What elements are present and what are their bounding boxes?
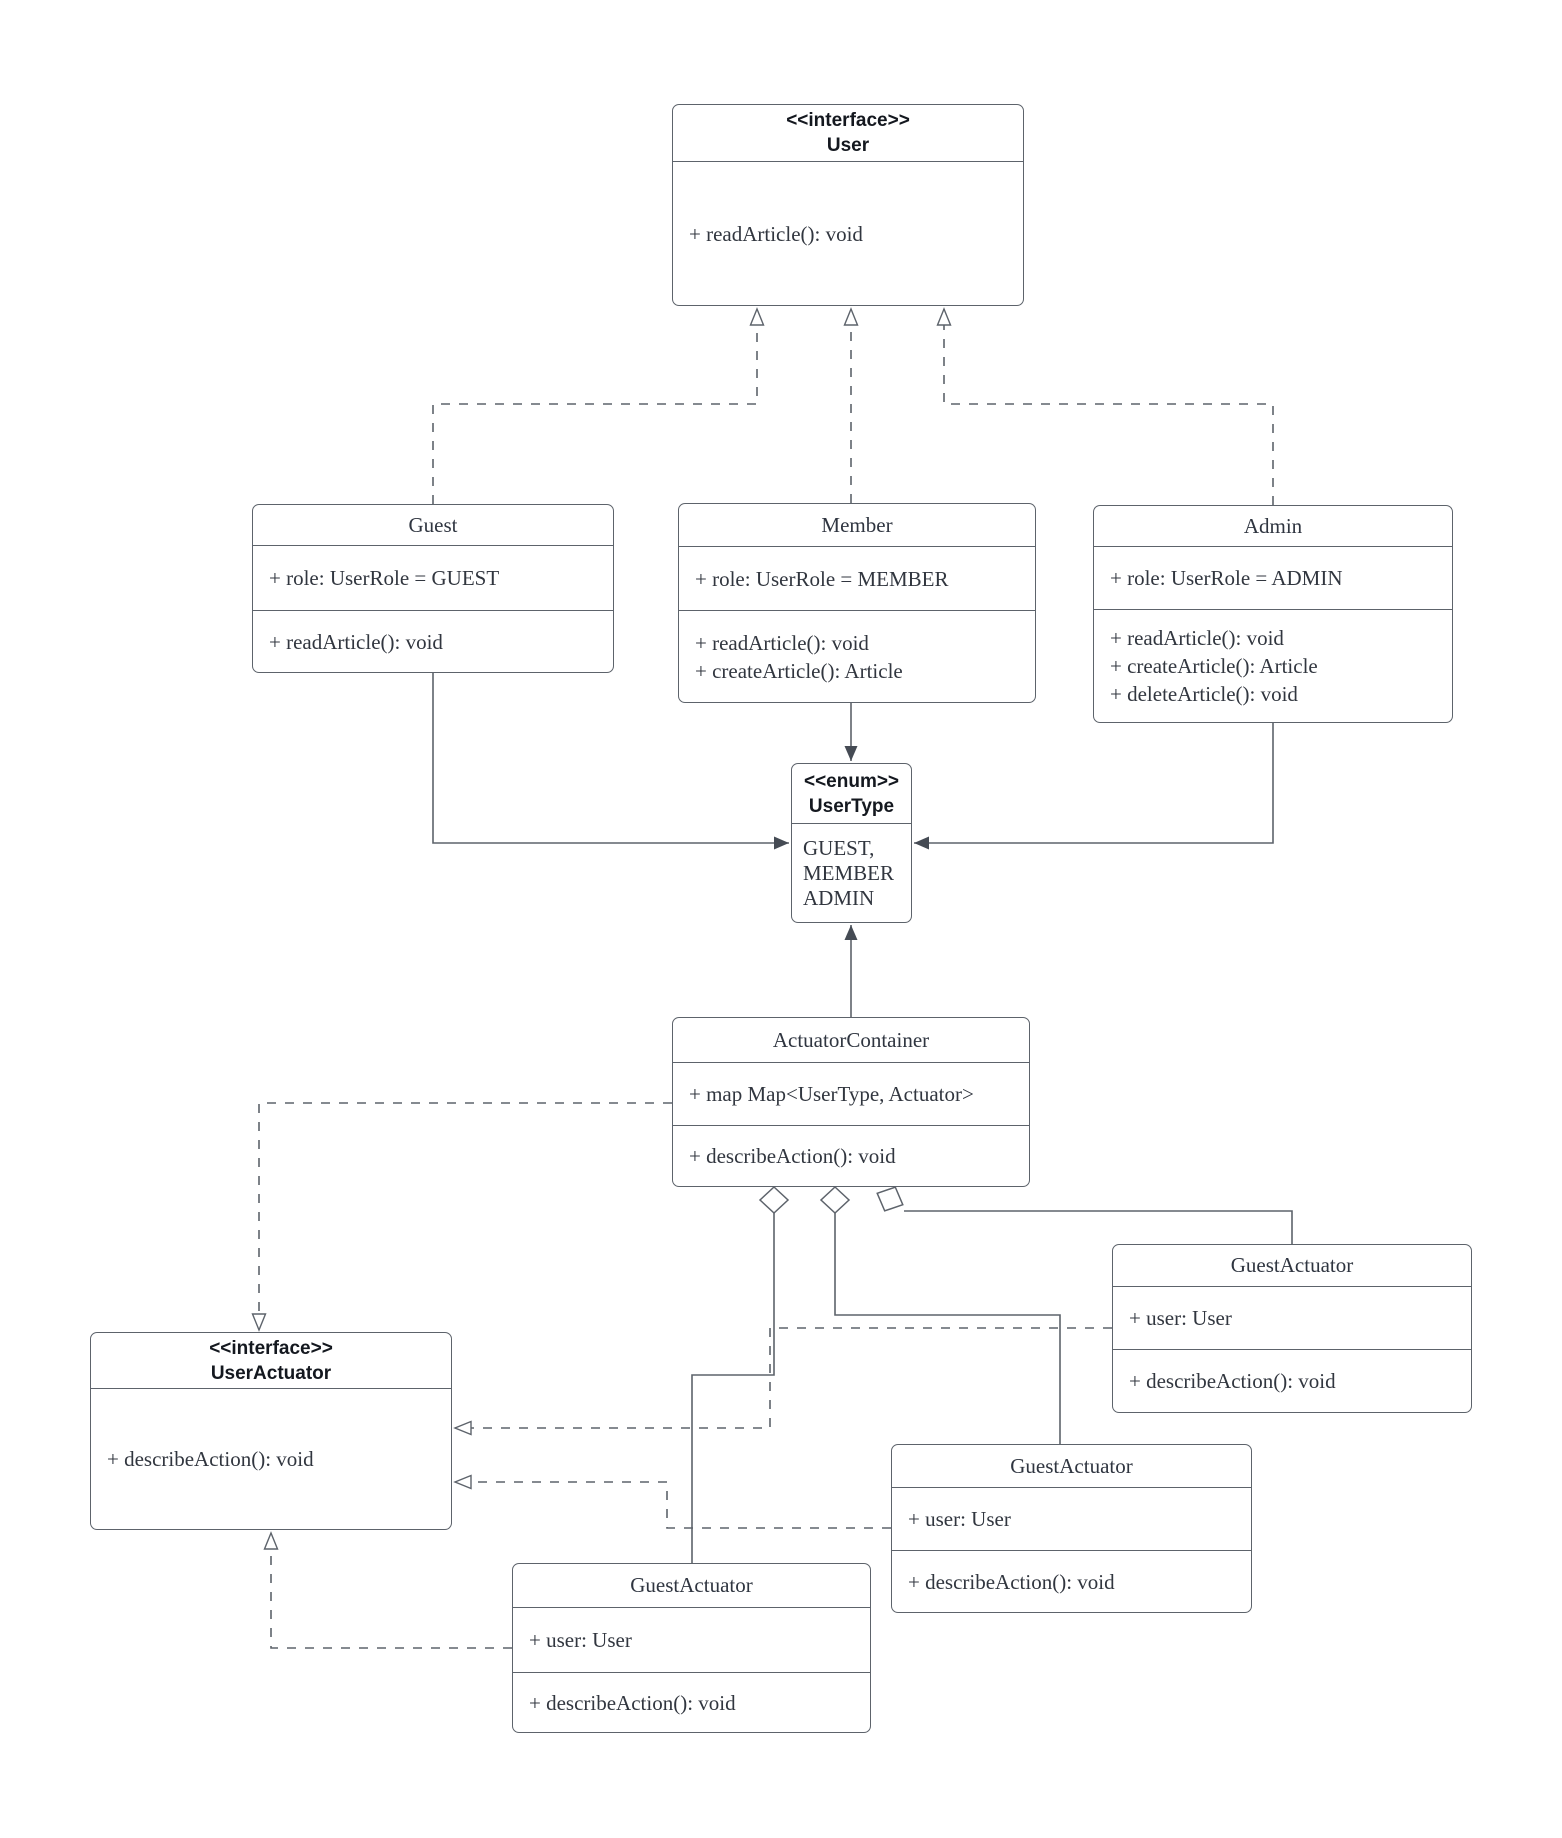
attributes-section: + user: User [892, 1487, 1251, 1550]
enum-literals-section: GUEST, MEMBER ADMIN [792, 823, 911, 922]
association-admin-usertype [914, 723, 1274, 850]
methods-section: + readArticle(): void [253, 610, 613, 672]
class-name: ActuatorContainer [673, 1018, 1029, 1062]
attribute: + user: User [1129, 1306, 1232, 1330]
class-name: GuestActuator [892, 1445, 1251, 1487]
realization-guestactuator-bottom-useractuator [271, 1533, 512, 1649]
enum-header: <<enum>> UserType [792, 764, 911, 823]
class-actuator-container: ActuatorContainer + map Map<UserType, Ac… [672, 1017, 1030, 1187]
enum-usertype: <<enum>> UserType GUEST, MEMBER ADMIN [791, 763, 912, 923]
method: + describeAction(): void [689, 1144, 896, 1168]
attributes-section: + user: User [1113, 1286, 1471, 1349]
attribute: + role: UserRole = ADMIN [1110, 566, 1343, 590]
class-guest-actuator-middle: GuestActuator + user: User + describeAct… [891, 1444, 1252, 1613]
attribute: + role: UserRole = GUEST [269, 566, 500, 590]
class-name-label: Member [821, 512, 893, 537]
methods-section: + describeAction(): void [673, 1125, 1029, 1186]
class-name-label: ActuatorContainer [772, 1027, 930, 1052]
method: + describeAction(): void [1129, 1369, 1336, 1393]
methods-section: + describeAction(): void [892, 1550, 1251, 1612]
class-user-interface: <<interface>> User + readArticle(): void [672, 104, 1024, 306]
attribute: + user: User [908, 1507, 1011, 1531]
enum-name: UserType [808, 795, 895, 817]
realization-guest-user [432, 309, 757, 504]
enum-literal: MEMBER [803, 860, 895, 885]
methods-section: + readArticle(): void [673, 161, 1023, 305]
attribute: + map Map<UserType, Actuator> [689, 1082, 974, 1106]
methods-section: + readArticle(): void + createArticle():… [679, 610, 1035, 702]
aggregation-diamond-left [758, 1185, 790, 1215]
method: + createArticle(): Article [695, 658, 903, 683]
methods-section: + readArticle(): void + createArticle():… [1094, 609, 1452, 722]
method: + describeAction(): void [107, 1447, 314, 1471]
method: + createArticle(): Article [1110, 654, 1318, 678]
class-name: Guest [253, 505, 613, 545]
enum-literal: ADMIN [803, 885, 875, 910]
class-name: GuestActuator [513, 1564, 870, 1607]
aggregation-line-middle-guestactuator [834, 1213, 1061, 1444]
realization-guestactuator-top-useractuator [455, 1327, 1112, 1428]
class-header: <<interface>> UserActuator [91, 1333, 451, 1388]
realization-guestactuator-middle-useractuator [455, 1482, 891, 1529]
class-name: User [826, 135, 870, 156]
interface-user-actuator: <<interface>> UserActuator + describeAct… [90, 1332, 452, 1530]
realization-admin-user [944, 309, 1274, 505]
stereotype-label: <<interface>> [786, 110, 910, 131]
method: + deleteArticle(): void [1110, 682, 1298, 706]
attributes-section: + role: UserRole = GUEST [253, 545, 613, 610]
aggregation-line-bottom-guestactuator [691, 1213, 775, 1563]
aggregation-diamond-middle [819, 1185, 851, 1215]
method: + readArticle(): void [695, 630, 869, 655]
method: + describeAction(): void [908, 1569, 1115, 1594]
method: + readArticle(): void [689, 221, 863, 246]
class-guest-actuator-top: GuestActuator + user: User + describeAct… [1112, 1244, 1472, 1413]
class-name: UserActuator [210, 1362, 332, 1384]
class-header: <<interface>> User [673, 105, 1023, 161]
class-name: Admin [1094, 506, 1452, 546]
class-name-label: GuestActuator [630, 1573, 753, 1597]
dependency-actuatorcontainer-useractuator [259, 1102, 672, 1330]
methods-section: + describeAction(): void [91, 1388, 451, 1529]
stereotype-label: <<interface>> [209, 1337, 333, 1359]
method: + readArticle(): void [269, 629, 443, 654]
attribute: + role: UserRole = MEMBER [695, 566, 949, 591]
class-name-label: Admin [1243, 513, 1303, 538]
class-guest-actuator-bottom: GuestActuator + user: User + describeAct… [512, 1563, 871, 1733]
class-name-label: Guest [408, 512, 458, 537]
enum-literal: GUEST, [803, 835, 875, 860]
attributes-section: + role: UserRole = MEMBER [679, 546, 1035, 610]
methods-section: + describeAction(): void [1113, 1349, 1471, 1412]
class-admin: Admin + role: UserRole = ADMIN + readArt… [1093, 505, 1453, 723]
class-name: Member [679, 504, 1035, 546]
class-member: Member + role: UserRole = MEMBER + readA… [678, 503, 1036, 703]
method: + readArticle(): void [1110, 626, 1284, 650]
method: + describeAction(): void [529, 1690, 736, 1715]
class-name-label: GuestActuator [1010, 1453, 1133, 1478]
attributes-section: + user: User [513, 1607, 870, 1672]
attributes-section: + map Map<UserType, Actuator> [673, 1062, 1029, 1125]
class-name: GuestActuator [1113, 1245, 1471, 1286]
attribute: + user: User [529, 1628, 632, 1652]
stereotype-label: <<enum>> [803, 770, 900, 792]
aggregation-line-top-guestactuator [904, 1210, 1293, 1244]
class-guest: Guest + role: UserRole = GUEST + readArt… [252, 504, 614, 673]
class-name-label: GuestActuator [1230, 1253, 1354, 1277]
methods-section: + describeAction(): void [513, 1672, 870, 1732]
attributes-section: + role: UserRole = ADMIN [1094, 546, 1452, 609]
